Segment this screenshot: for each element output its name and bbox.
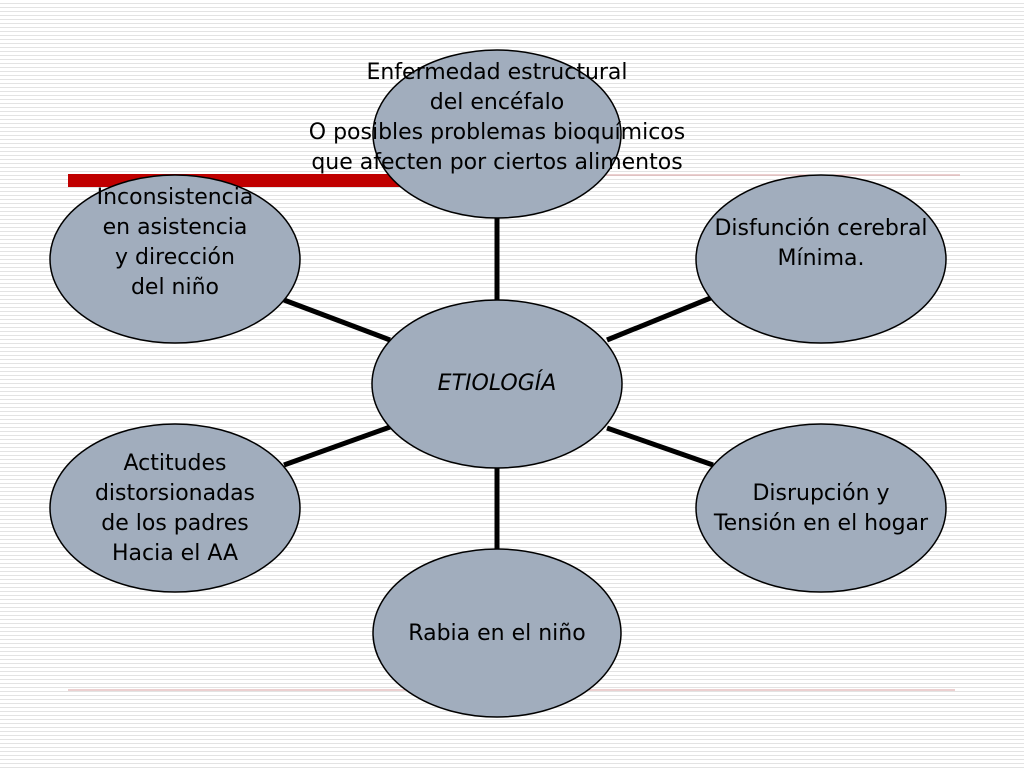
- connector-lower-left: [283, 424, 391, 468]
- connector-upper-right: [606, 294, 714, 343]
- node-upper-right-ellipse: [695, 174, 947, 344]
- connector-upper-left: [283, 297, 391, 343]
- node-lower-right-ellipse: [695, 423, 947, 593]
- node-bottom-ellipse: [372, 548, 622, 718]
- node-top-ellipse: [372, 49, 622, 219]
- node-lower-left-ellipse: [49, 423, 301, 593]
- node-upper-left-ellipse: [49, 174, 301, 344]
- connector-lower-right: [606, 425, 714, 468]
- center-ellipse: [371, 299, 623, 469]
